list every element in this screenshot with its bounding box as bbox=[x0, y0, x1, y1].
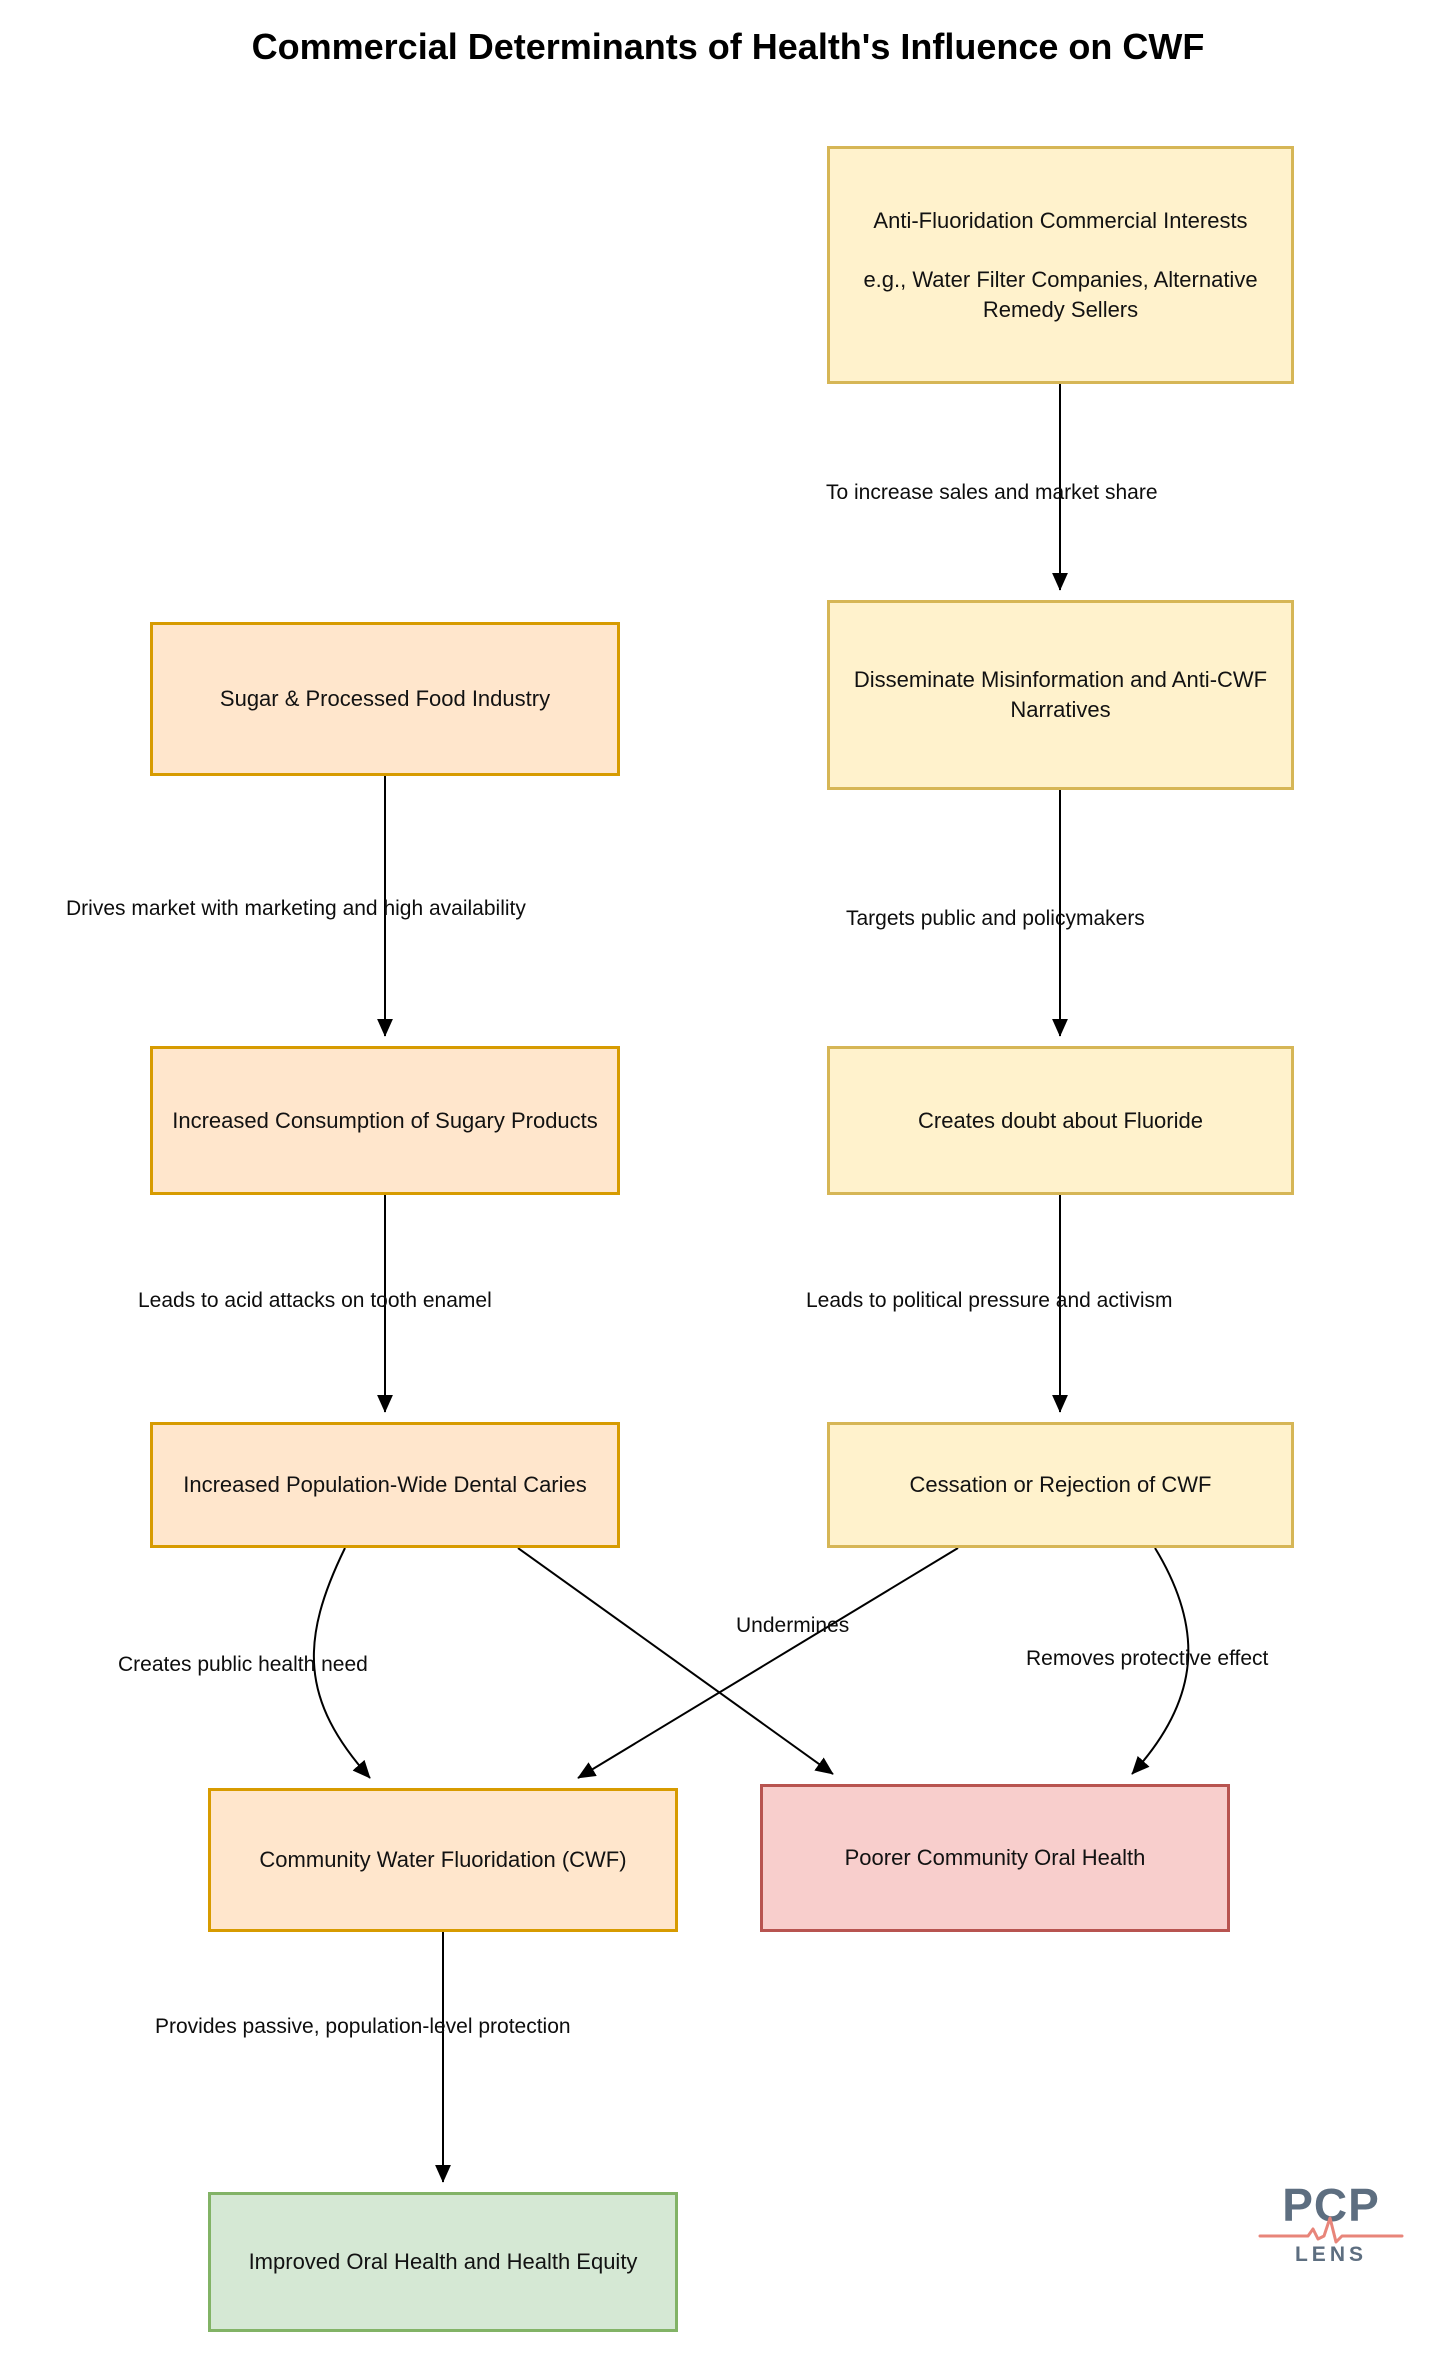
node-poorer-oral-health[interactable]: Poorer Community Oral Health bbox=[760, 1784, 1230, 1932]
node-improved-oral-health[interactable]: Improved Oral Health and Health Equity bbox=[208, 2192, 678, 2332]
edge-label-e1: To increase sales and market share bbox=[826, 481, 1158, 504]
edge-label-e9: Removes protective effect bbox=[1026, 1647, 1269, 1670]
pcp-lens-logo: PCP LENS bbox=[1256, 2182, 1406, 2280]
node-cwf[interactable]: Community Water Fluoridation (CWF) bbox=[208, 1788, 678, 1932]
edge-label-e2: Drives market with marketing and high av… bbox=[66, 897, 526, 920]
edge-label-e3: Targets public and policymakers bbox=[846, 907, 1145, 930]
node-misinformation[interactable]: Disseminate Misinformation and Anti-CWF … bbox=[827, 600, 1294, 790]
logo-secondary-text: LENS bbox=[1294, 2243, 1367, 2266]
node-sugary-consumption[interactable]: Increased Consumption of Sugary Products bbox=[150, 1046, 620, 1195]
edge-label-e6: Creates public health need bbox=[118, 1653, 368, 1676]
page-title: Commercial Determinants of Health's Infl… bbox=[251, 26, 1205, 67]
edge-e8 bbox=[577, 1547, 959, 1779]
edge-label-e10: Provides passive, population-level prote… bbox=[155, 2015, 571, 2038]
node-dental-caries[interactable]: Increased Population-Wide Dental Caries bbox=[150, 1422, 620, 1548]
node-cessation-cwf[interactable]: Cessation or Rejection of CWF bbox=[827, 1422, 1294, 1548]
node-anti-fluoridation[interactable]: Anti-Fluoridation Commercial Interests e… bbox=[827, 146, 1294, 384]
edge-label-e5: Leads to political pressure and activism bbox=[806, 1289, 1173, 1312]
node-sugar-industry[interactable]: Sugar & Processed Food Industry bbox=[150, 622, 620, 776]
node-doubt-fluoride[interactable]: Creates doubt about Fluoride bbox=[827, 1046, 1294, 1195]
ekg-line-icon bbox=[1258, 2216, 1404, 2244]
edge-label-e8: Undermines bbox=[736, 1614, 850, 1637]
edge-label-e4: Leads to acid attacks on tooth enamel bbox=[138, 1289, 492, 1312]
edge-e7 bbox=[517, 1547, 834, 1775]
